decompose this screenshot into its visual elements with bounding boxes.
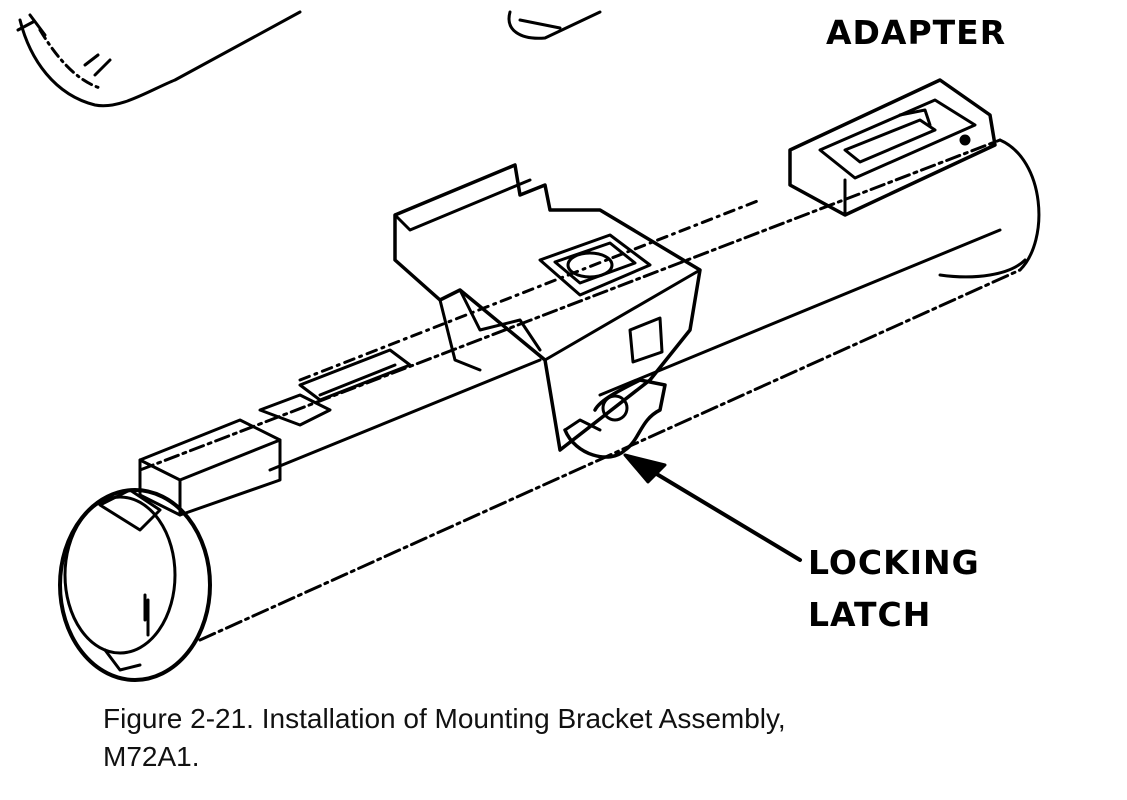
- figure-caption-line2: M72A1.: [103, 741, 200, 772]
- latch-pointer-arrow: [623, 453, 802, 562]
- figure-caption-line1: Figure 2-21. Installation of Mounting Br…: [103, 703, 786, 734]
- front-end-cap: [58, 488, 212, 682]
- front-sight: [298, 348, 412, 402]
- launcher-tube: [138, 138, 1041, 642]
- locking-latch-label-line2: LATCH: [808, 595, 932, 634]
- mounting-bracket: [393, 163, 702, 452]
- locking-latch-label: LOCKING LATCH: [808, 537, 980, 641]
- figure-caption: Figure 2-21. Installation of Mounting Br…: [103, 700, 1003, 776]
- locking-latch-part: [563, 378, 667, 459]
- upper-tube-fragment: [16, 10, 602, 108]
- adapter-part: [788, 78, 997, 217]
- locking-latch-label-line1: LOCKING: [808, 543, 980, 582]
- rear-housing: [138, 393, 332, 517]
- adapter-label: ADAPTER: [826, 13, 1007, 52]
